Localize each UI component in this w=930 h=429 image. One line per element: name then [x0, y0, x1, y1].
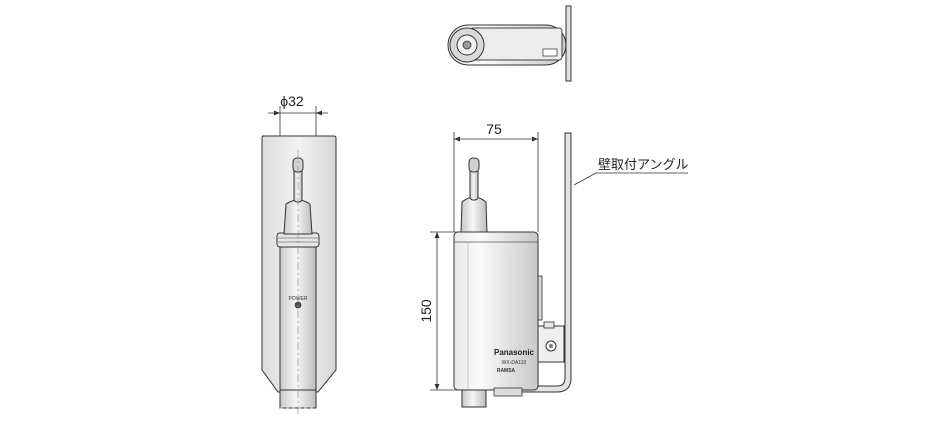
diameter-label: ϕ32 — [280, 93, 304, 109]
bracket-callout: 壁取付アングル — [573, 158, 688, 186]
top-view — [447, 5, 572, 82]
side-view: Panasonic WX-DA110 RAMSA — [453, 132, 572, 408]
diameter-dimension: ϕ32 — [268, 93, 328, 136]
height-label: 150 — [418, 299, 434, 323]
front-view: POWER — [261, 135, 337, 415]
depth-dimension: 75 — [453, 121, 539, 232]
sublogo-label: RAMSA — [497, 368, 516, 374]
depth-label: 75 — [486, 121, 502, 137]
bracket-label: 壁取付アングル — [598, 158, 688, 173]
model-label: WX-DA110 — [502, 360, 527, 366]
brand-label: Panasonic — [494, 348, 535, 357]
height-dimension: 150 — [418, 231, 462, 391]
